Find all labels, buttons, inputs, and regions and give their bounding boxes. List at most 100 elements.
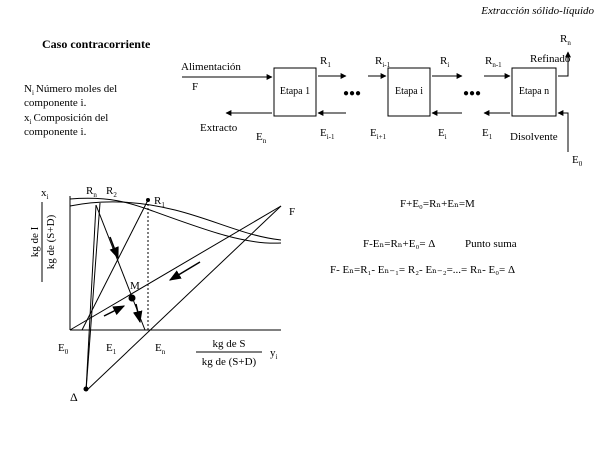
stage-i-box	[387, 67, 431, 117]
label-ri-minus1: R	[375, 55, 383, 67]
point-R1	[146, 198, 150, 202]
solvent-arrow	[557, 110, 569, 152]
svg-text:R2: R2	[106, 185, 117, 199]
arrow-Rn-to-M	[109, 236, 119, 260]
label-ri-minus1-sub: i-1	[382, 61, 390, 69]
svg-text:En: En	[155, 342, 166, 356]
legend-n-symbol: N	[24, 83, 32, 95]
svg-text:Rn-1: Rn-1	[485, 55, 502, 69]
label-Rn-sub: n	[93, 191, 97, 199]
svg-text:En: En	[256, 131, 267, 145]
line-E0-F	[69, 205, 282, 331]
svg-text:E0: E0	[58, 342, 69, 356]
label-e1: E	[482, 127, 489, 139]
label-e-i-plus1: E	[370, 127, 377, 139]
feed-symbol: F	[192, 81, 198, 93]
label-e-i-sub: i	[445, 133, 447, 141]
label-e-i: E	[438, 127, 445, 139]
svg-text:Rn: Rn	[560, 33, 571, 47]
label-e-i-plus1-sub: i+1	[377, 133, 387, 141]
arrow-F-to-M	[168, 261, 201, 281]
legend-x-sub: i	[30, 118, 32, 126]
stage-n-box	[511, 67, 557, 117]
extraction-diagram: xi Rn R2 R1 F M E0 E1 En Δ kg de I kg de…	[29, 185, 295, 404]
point-delta	[83, 386, 89, 392]
stage-1-label: Etapa 1	[280, 86, 310, 97]
line-E1-R1	[81, 199, 149, 331]
label-R1-sub: 1	[161, 201, 165, 209]
label-Rn: R	[86, 185, 94, 197]
legend-n-line2: componente i.	[24, 97, 87, 109]
y-axis-numerator: kg de I	[29, 226, 41, 257]
process-flow: Alimentación F Etapa 1 Etapa i Etapa n ●…	[181, 33, 583, 168]
feed-label: Alimentación	[181, 61, 241, 73]
svg-text:Ri: Ri	[440, 55, 449, 69]
equation-difference-label: Punto suma	[465, 238, 517, 250]
label-F: F	[289, 206, 295, 218]
svg-text:yi: yi	[270, 347, 278, 361]
label-en: E	[256, 131, 263, 143]
overflow-curve	[69, 201, 282, 241]
label-rn-minus1: R	[485, 55, 493, 67]
svg-text:Ei: Ei	[438, 127, 447, 141]
svg-text:E1: E1	[482, 127, 493, 141]
label-rn: R	[560, 33, 568, 45]
subject-title: Extracción sólido-líquido	[480, 5, 594, 17]
legend-n-line1: Número moles del	[36, 83, 117, 95]
label-E0-sub: 0	[65, 348, 69, 356]
svg-text:E1: E1	[106, 342, 117, 356]
legend-x-symbol: x	[24, 112, 30, 124]
svg-text:R1: R1	[320, 55, 331, 69]
point-M	[128, 294, 136, 302]
underflow-curve	[69, 197, 282, 244]
label-ri: R	[440, 55, 448, 67]
legend-n-sub: i	[32, 89, 34, 97]
y-axis-sub: i	[47, 193, 49, 201]
refinado-label: Refinado	[530, 53, 571, 65]
label-rn-minus1-sub: n-1	[492, 61, 502, 69]
label-En-sub: n	[162, 348, 166, 356]
case-title: Caso contracorriente	[42, 37, 151, 51]
extracto-label: Extracto	[200, 122, 238, 134]
label-e0: E	[572, 154, 579, 166]
label-En: E	[155, 342, 162, 354]
stream-rn-arrow	[558, 51, 571, 77]
stage-n-label: Etapa n	[519, 86, 549, 97]
x-axis-denominator: kg de (S+D)	[202, 356, 257, 368]
label-E1: E	[106, 342, 113, 354]
disolvente-label: Disolvente	[510, 131, 558, 143]
label-ri-sub: i	[447, 61, 449, 69]
label-R2: R	[106, 185, 114, 197]
equation-difference: F-Eₙ=Rₙ+E₀= Δ	[363, 238, 435, 250]
label-en-sub: n	[263, 137, 267, 145]
label-e0-sub: 0	[579, 160, 583, 168]
svg-text:xi: xi	[41, 187, 49, 201]
x-axis-symbol: y	[270, 347, 276, 359]
svg-text:E0: E0	[572, 154, 583, 168]
line-delta-Rn	[85, 204, 97, 392]
x-axis-numerator: kg de S	[213, 338, 246, 350]
arrow-E0-to-M	[103, 305, 126, 317]
arrow-M-to-En	[132, 303, 143, 324]
label-r1-sub: 1	[327, 61, 331, 69]
stage-i-label: Etapa i	[395, 86, 423, 97]
line-delta-R2	[85, 202, 101, 392]
label-E0: E	[58, 342, 65, 354]
svg-text:Ei-1: Ei-1	[320, 127, 335, 141]
line-delta-F	[85, 205, 282, 392]
label-delta: Δ	[70, 390, 78, 404]
label-e-i-minus1-sub: i-1	[327, 133, 335, 141]
label-e-i-minus1: E	[320, 127, 327, 139]
legend-x-line1: Composición del	[33, 112, 108, 124]
y-axis-symbol: x	[41, 187, 47, 199]
equation-operating: F- Eₙ=R₁- Eₙ₋₁= R₂- Eₙ₋₂=...= Rₙ- E₀= Δ	[330, 264, 515, 276]
ellipsis-dots-2: ●●●	[463, 88, 481, 99]
label-r1: R	[320, 55, 328, 67]
legend-x-line2: componente i.	[24, 126, 87, 138]
label-E1-sub: 1	[113, 348, 117, 356]
equations: F+E₀=Rₙ+Eₙ=M F-Eₙ=Rₙ+E₀= Δ Punto suma F-…	[330, 198, 517, 276]
